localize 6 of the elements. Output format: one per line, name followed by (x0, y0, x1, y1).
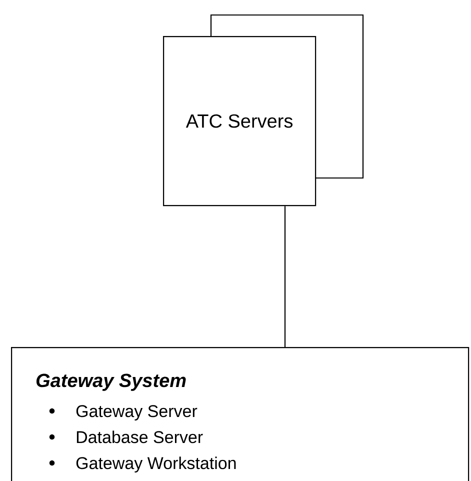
heading: Gateway System (36, 374, 186, 391)
connector-line (284, 206, 286, 347)
list-item: Gateway Server (76, 405, 198, 421)
stacked-server-box: ATC Servers (163, 14, 364, 206)
list-item: Database Server (76, 430, 203, 444)
list-item: Gateway Workstation (76, 456, 236, 473)
